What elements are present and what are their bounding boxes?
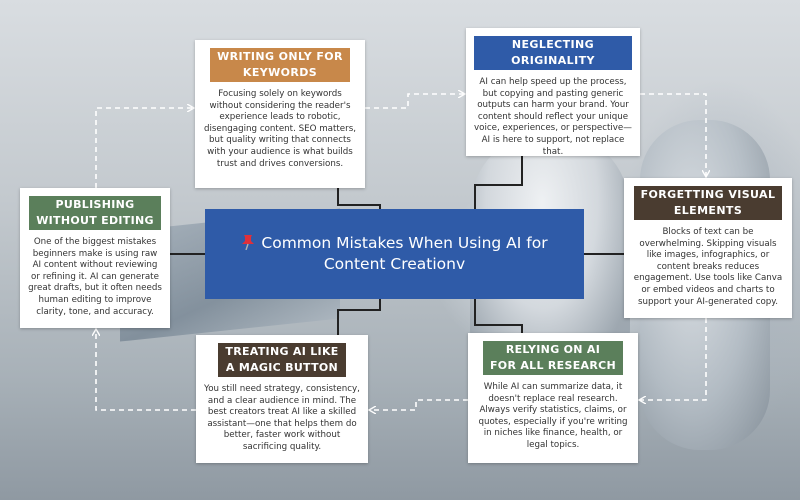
- connector-originality: [474, 156, 523, 209]
- mistake-title-line: KEYWORDS: [242, 66, 318, 79]
- mistake-card-magic-button: TREATING AI LIKE A MAGIC BUTTON You stil…: [196, 335, 368, 463]
- mistake-title-line: FORGETTING VISUAL: [640, 188, 776, 201]
- mistake-title-line: NEGLECTING ORIGINALITY: [511, 38, 595, 67]
- pushpin-icon: [242, 235, 255, 250]
- mistake-title-tag: TREATING AI LIKE A MAGIC BUTTON: [218, 343, 346, 377]
- central-topic-title: Common Mistakes When Using AI for Conten…: [261, 234, 548, 273]
- mistake-title-line: ELEMENTS: [673, 204, 743, 217]
- flow-arrow-research-to-magic: [370, 399, 468, 410]
- mistake-description: While AI can summarize data, it doesn't …: [478, 382, 628, 450]
- flow-arrow-editing-to-writing: [95, 108, 193, 188]
- mistake-card-forgetting-visual: FORGETTING VISUAL ELEMENTS Blocks of tex…: [624, 178, 792, 318]
- mistake-description: Blocks of text can be overwhelming. Skip…: [633, 227, 783, 307]
- flow-arrow-writing-to-originality: [365, 94, 464, 109]
- mistake-description: AI can help speed up the process, but co…: [474, 77, 632, 157]
- flow-arrow-originality-to-visual: [640, 93, 706, 176]
- mistake-card-publishing-without-editing: PUBLISHING WITHOUT EDITING One of the bi…: [20, 188, 170, 328]
- mistake-card-relying-on-ai: RELYING ON AI FOR ALL RESEARCH While AI …: [468, 333, 638, 463]
- mistake-title-tag: WRITING ONLY FOR KEYWORDS: [210, 48, 350, 82]
- mistake-title-line: A MAGIC BUTTON: [225, 361, 339, 374]
- mistake-title-line: RELYING ON AI: [505, 343, 601, 356]
- mistake-title-line: TREATING AI LIKE: [225, 345, 339, 358]
- mistake-description: You still need strategy, consistency, an…: [204, 384, 360, 452]
- mistake-title-tag: FORGETTING VISUAL ELEMENTS: [633, 186, 783, 220]
- central-topic-box: Common Mistakes When Using AI for Conten…: [205, 209, 584, 299]
- mistake-card-writing-keywords: WRITING ONLY FOR KEYWORDS Focusing solel…: [195, 40, 365, 188]
- connector-writing: [337, 188, 381, 209]
- central-topic: Common Mistakes When Using AI for Conten…: [235, 233, 554, 275]
- mistake-title-tag: RELYING ON AI FOR ALL RESEARCH: [482, 341, 623, 375]
- mistake-title-line: PUBLISHING: [55, 198, 135, 211]
- mistake-title-tag: PUBLISHING WITHOUT EDITING: [29, 196, 161, 230]
- flow-arrow-magic-to-editing: [96, 330, 196, 411]
- mistake-card-neglecting-originality: NEGLECTING ORIGINALITY AI can help speed…: [466, 28, 640, 157]
- mistake-description: Focusing solely on keywords without cons…: [203, 89, 357, 169]
- connector-magic: [337, 299, 381, 335]
- mistake-title-line: WITHOUT EDITING: [36, 214, 154, 227]
- mistake-title-tag: NEGLECTING ORIGINALITY: [474, 36, 632, 70]
- connector-research: [474, 299, 523, 333]
- mistake-description: One of the biggest mistakes beginners ma…: [28, 237, 162, 317]
- mistake-title-line: WRITING ONLY FOR: [217, 50, 343, 63]
- mistake-title-line: FOR ALL RESEARCH: [489, 359, 616, 372]
- flow-arrow-visual-to-research: [640, 318, 707, 400]
